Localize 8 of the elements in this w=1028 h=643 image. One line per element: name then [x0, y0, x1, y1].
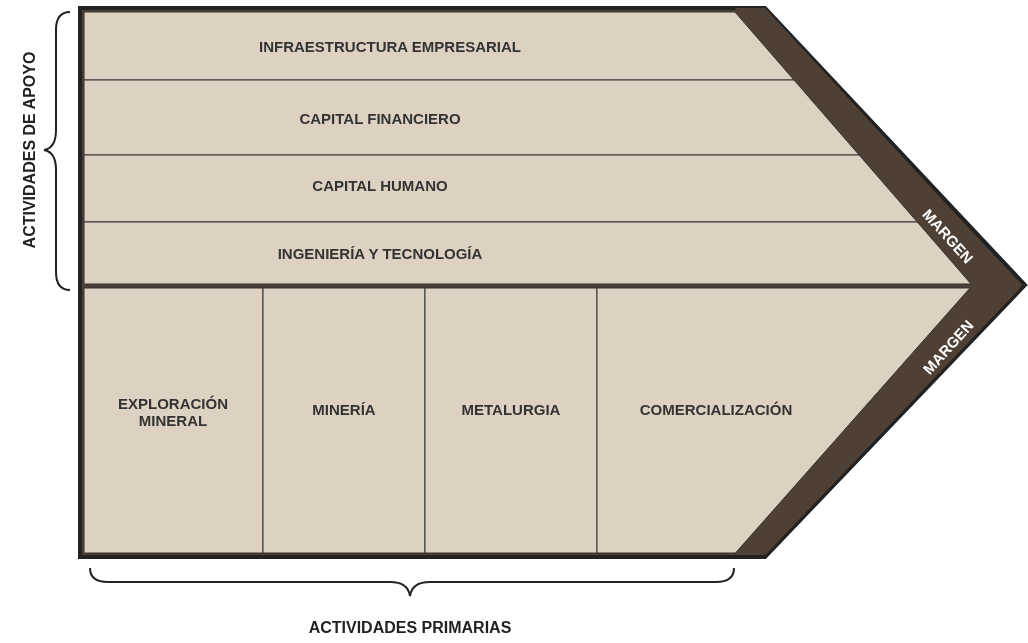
- section-label: ACTIVIDADES DE APOYO: [21, 51, 39, 249]
- support-activity-band: INFRAESTRUCTURA EMPRESARIAL: [84, 12, 794, 80]
- support-activity-band: CAPITAL HUMANO: [84, 155, 918, 222]
- section-label: ACTIVIDADES PRIMARIAS: [308, 619, 512, 637]
- primary-activity-column: MINERÍA: [263, 288, 425, 553]
- support-activity-band: CAPITAL FINANCIERO: [84, 80, 860, 155]
- primary-activity-column: EXPLORACIÓN MINERAL: [84, 288, 263, 553]
- primary-activity-column: METALURGIA: [425, 288, 597, 553]
